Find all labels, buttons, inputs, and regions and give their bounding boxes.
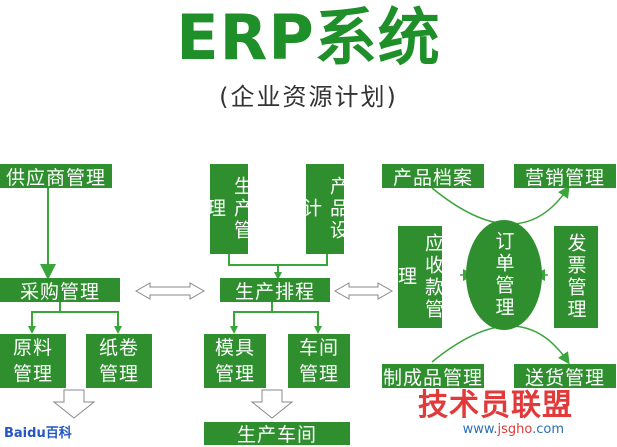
url-prefix: www. (462, 422, 498, 437)
hollow-arrow-middle (250, 389, 294, 419)
url-suffix: .com (532, 422, 564, 437)
node-product-archive: 产品档案 (382, 164, 484, 189)
node-production-management: 生产管理 (204, 164, 253, 254)
arrow-purchase-branches (31, 302, 119, 330)
node-receivables-management: 应收款管理 (395, 226, 444, 328)
node-workshop-management: 车间管理 (288, 334, 350, 388)
arrow-schedule-branches (233, 302, 319, 330)
node-supplier-management: 供应商管理 (0, 164, 112, 189)
node-raw-material-management: 原料管理 (0, 334, 66, 388)
node-mold-management: 模具管理 (204, 334, 266, 388)
double-arrow-purchase-schedule (134, 282, 206, 300)
curve-top (431, 185, 570, 225)
url-domain: jsgho (497, 422, 533, 437)
double-arrow-schedule-orders (333, 282, 394, 300)
node-paper-roll-management: 纸卷管理 (86, 334, 152, 388)
curve-bottom (431, 325, 570, 365)
node-product-design: 产品设计 (300, 164, 349, 254)
node-purchase-management: 采购管理 (0, 278, 120, 303)
baidu-watermark: Baidu百科 (2, 422, 74, 441)
node-invoice-management: 发票管理 (554, 226, 598, 328)
watermark-url: www.jsgho.com (459, 422, 567, 437)
node-production-schedule: 生产排程 (220, 278, 330, 303)
node-production-workshop: 生产车间 (204, 422, 350, 446)
node-finished-goods-management: 制成品管理 (382, 364, 484, 389)
page-subtitle: (企业资源计划) (219, 83, 398, 111)
watermark-brand: 技术员联盟 (418, 388, 573, 423)
node-delivery-management: 送货管理 (514, 364, 616, 389)
node-marketing-management: 营销管理 (514, 164, 616, 189)
hollow-arrow-left (52, 389, 96, 419)
page-title: ERP系统 (176, 1, 441, 74)
node-order-management: 订单管理 (466, 220, 542, 330)
